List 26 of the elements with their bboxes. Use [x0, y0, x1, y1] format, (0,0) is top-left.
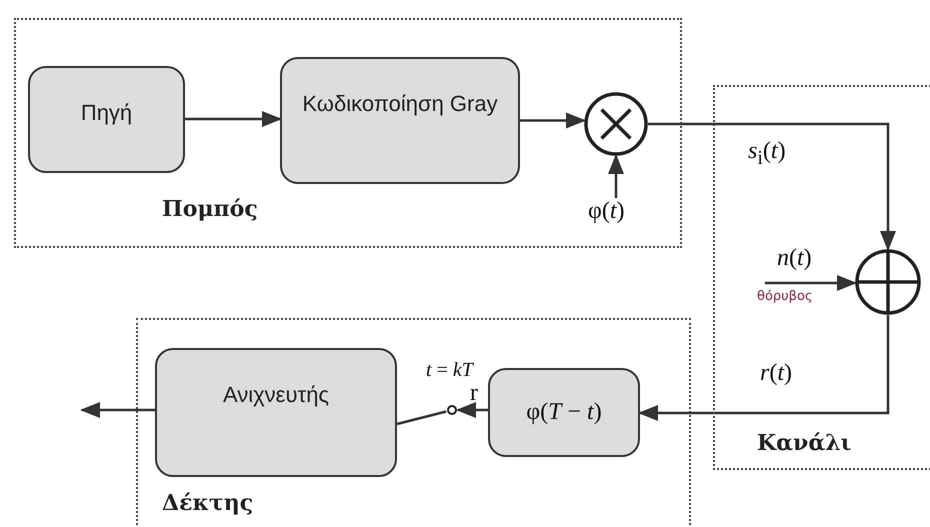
group-frame: [136, 318, 691, 527]
edge-label: s$_{i}$(t): [748, 138, 786, 170]
note-text: θόρυβος: [757, 289, 813, 304]
arrow: [520, 112, 586, 128]
group-frame: [713, 85, 930, 470]
process-block: Πηγή: [28, 66, 185, 173]
switch-line: [396, 410, 447, 426]
group-frame: [14, 18, 682, 248]
arrow: [648, 122, 896, 251]
group-title: Πομπός: [162, 196, 258, 222]
arrow: [638, 315, 890, 421]
process-block: Ανιχνευτής: [155, 348, 397, 477]
arrow: [456, 402, 488, 418]
sampling-label: t = kT: [426, 359, 473, 382]
arrow: [765, 275, 857, 291]
arrow: [80, 402, 155, 418]
signal-label: n(t): [777, 245, 812, 272]
arrow: [608, 154, 624, 198]
group-title: Δέκτης: [162, 490, 254, 516]
arrow: [185, 111, 282, 127]
edge-label: r(t): [760, 360, 792, 387]
signal-label: φ(t): [588, 198, 625, 225]
group-title: Κανάλι: [757, 430, 852, 456]
process-block: φ(T − t): [488, 368, 640, 457]
process-block: Κωδικοποίηση Gray: [280, 57, 520, 184]
edge-label: r: [470, 380, 478, 407]
